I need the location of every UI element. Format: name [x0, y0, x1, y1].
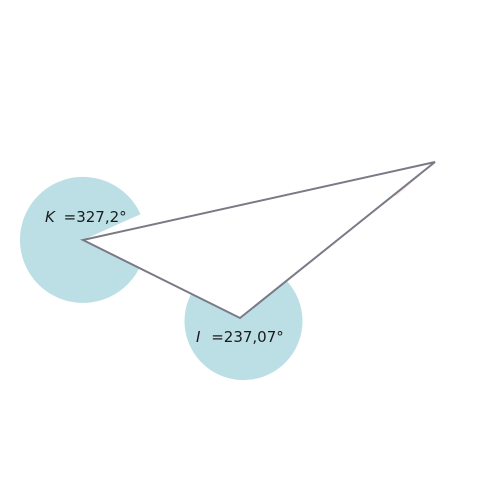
triangle — [80, 161, 436, 320]
angle-i-value: =237,07° — [211, 328, 284, 346]
angle-k-label: K =327,2° — [45, 208, 127, 226]
angle-k-vertex-name: K — [45, 208, 56, 226]
angle-k-value: =327,2° — [64, 208, 127, 226]
angle-i-vertex-name: I — [196, 328, 201, 346]
angle-i-label: I =237,07° — [196, 328, 284, 346]
